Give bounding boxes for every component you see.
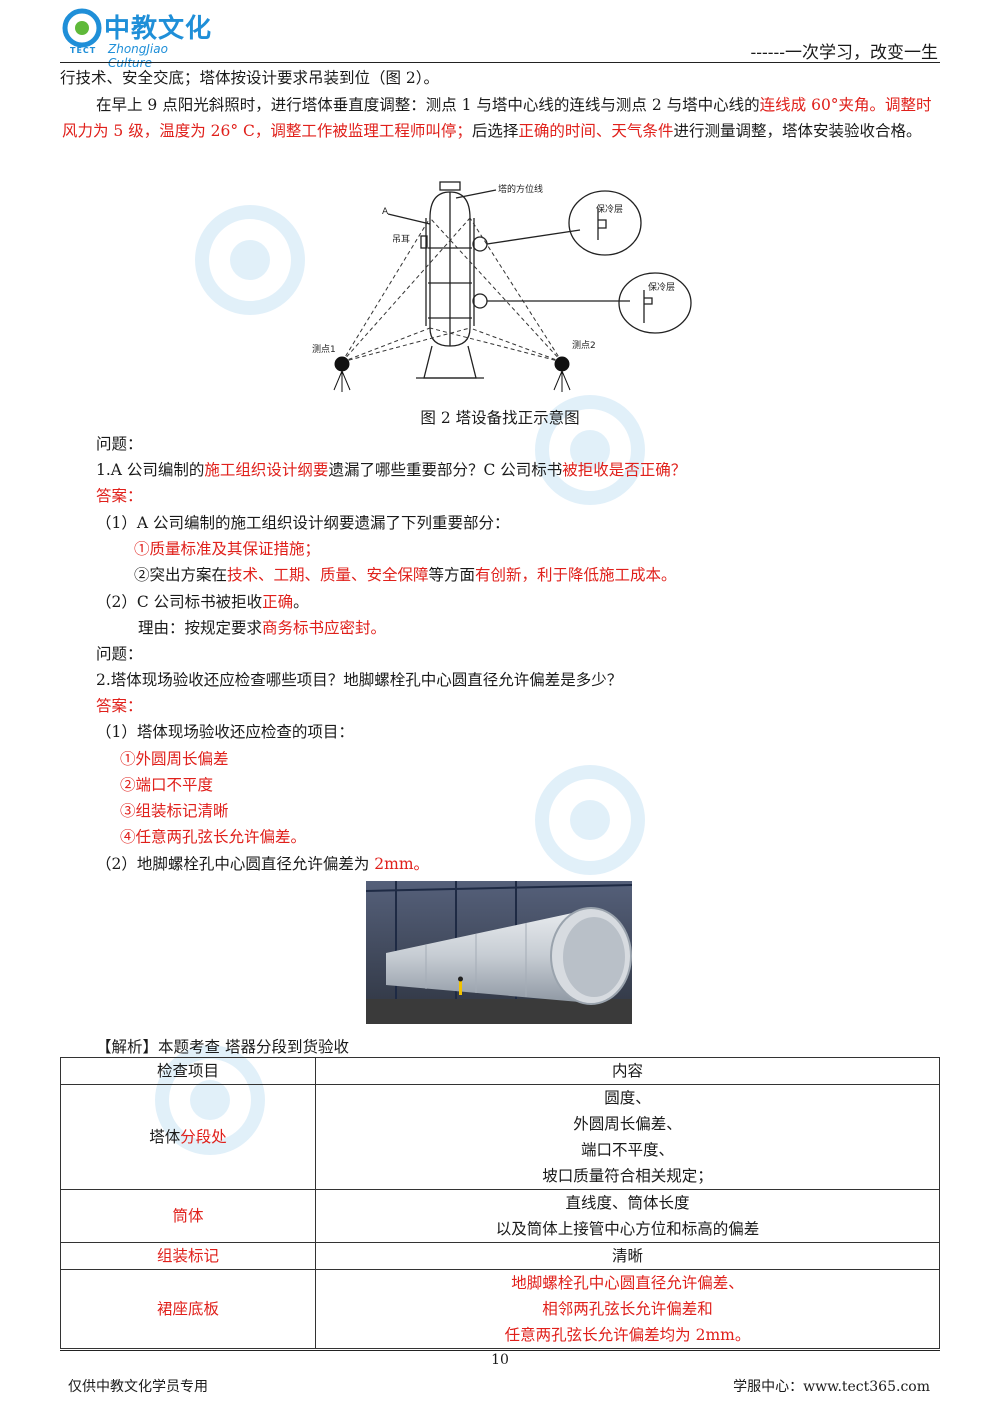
table-row: 塔体分段处 圆度、 外圆周长偏差、 端口不平度、 坡口质量符合相关规定；	[60, 1084, 940, 1190]
answer-label: 答案：	[96, 487, 143, 505]
logo-tect: TECT	[70, 46, 97, 55]
label-point-1: 测点1	[312, 344, 336, 355]
inspection-table: 检查项目 内容 塔体分段处 圆度、 外圆周长偏差、 端口不平度、 坡口质量符合相…	[60, 1057, 940, 1349]
table-row-content: 圆度、 外圆周长偏差、 端口不平度、 坡口质量符合相关规定；	[315, 1084, 940, 1190]
answer-2-item: ②端口不平度	[120, 776, 214, 794]
answer-2-item: ④任意两孔弦长允许偏差。	[120, 828, 307, 846]
label-a: A	[382, 207, 389, 217]
header-slogan: ------一次学习，改变一生	[750, 43, 938, 63]
table-row-label: 组装标记	[60, 1242, 316, 1270]
header-logo: 中教文化 ZhongJiao Culture TECT	[62, 8, 213, 70]
footer-divider	[60, 1350, 940, 1351]
watermark-logo	[195, 205, 305, 315]
table-row: 筒体 直线度、筒体长度 以及筒体上接管中心方位和标高的偏差	[60, 1189, 940, 1243]
table-header-content: 内容	[315, 1057, 940, 1085]
tower-section-photo	[366, 881, 632, 1024]
table-header-item: 检查项目	[60, 1057, 316, 1085]
table-row-content: 地脚螺栓孔中心圆直径允许偏差、 相邻两孔弦长允许偏差和 任意两孔弦长允许偏差均为…	[315, 1269, 940, 1349]
intro-paragraph: 在早上 9 点阳光斜照时，进行塔体垂直度调整：测点 1 与塔中心线的连线与测点 …	[62, 96, 932, 140]
question-1: 1.A 公司编制的施工组织设计纲要遗漏了哪些重要部分？C 公司标书被拒收是否正确…	[96, 461, 687, 479]
question-2: 2.塔体现场验收还应检查哪些项目？地脚螺栓孔中心圆直径允许偏差是多少？	[96, 671, 623, 689]
table-row: 组装标记 清晰	[60, 1242, 940, 1270]
question-label: 问题：	[96, 435, 143, 453]
analysis-line: 【解析】本题考查 塔器分段到货验收	[96, 1038, 349, 1056]
logo-chinese: 中教文化	[104, 14, 213, 44]
brand-globe-icon	[62, 8, 102, 48]
footer-note: 仅供中教文化学员专用	[68, 1379, 208, 1395]
table-row-content: 清晰	[315, 1242, 940, 1270]
table-row-content: 直线度、筒体长度 以及筒体上接管中心方位和标高的偏差	[315, 1189, 940, 1243]
footer-website: 学服中心：www.tect365.com	[733, 1379, 930, 1395]
table-row-label: 筒体	[60, 1189, 316, 1243]
watermark-logo	[535, 765, 645, 875]
answer-1-reason: 理由：按规定要求商务标书应密封。	[138, 619, 387, 637]
table-row-label: 裙座底板	[60, 1269, 316, 1349]
table-header-row: 检查项目 内容	[60, 1057, 940, 1085]
answer-2-part-1: （1）塔体现场验收还应检查的项目：	[96, 723, 354, 741]
answer-2-part-2: （2）地脚螺栓孔中心圆直径允许偏差为 2mm。	[96, 855, 430, 873]
figure-caption: 图 2 塔设备找正示意图	[420, 409, 580, 427]
question-label: 问题：	[96, 645, 143, 663]
table-row: 裙座底板 地脚螺栓孔中心圆直径允许偏差、 相邻两孔弦长允许偏差和 任意两孔弦长允…	[60, 1269, 940, 1349]
answer-1-item-1: ①质量标准及其保证措施；	[134, 540, 321, 558]
answer-2-item: ①外圆周长偏差	[120, 750, 229, 768]
answer-1-item-2: ②突出方案在技术、工期、质量、安全保障等方面有创新，利于降低施工成本。	[134, 566, 677, 584]
label-insulation-1: 保冷层	[596, 203, 623, 215]
answer-label: 答案：	[96, 697, 143, 715]
intro-line: 行技术、安全交底；塔体按设计要求吊装到位（图 2）。	[60, 69, 440, 87]
header-divider	[60, 62, 940, 63]
page-number: 10	[491, 1352, 509, 1368]
label-point-2: 测点2	[572, 340, 596, 351]
label-lifting-lug: 吊耳	[392, 234, 410, 245]
label-insulation-2: 保冷层	[648, 281, 675, 293]
label-azimuth: 塔的方位线	[498, 183, 543, 195]
logo-english: ZhongJiao Culture	[108, 42, 168, 70]
answer-1-part-2: （2）C 公司标书被拒收正确。	[96, 593, 309, 611]
answer-2-item: ③组装标记清晰	[120, 802, 229, 820]
tower-alignment-diagram: A 塔的方位线 吊耳 保冷层 保冷层 测点1 测点2	[312, 181, 692, 392]
table-row-label: 塔体分段处	[60, 1084, 316, 1190]
answer-1-part-1: （1）A 公司编制的施工组织设计纲要遗漏了下列重要部分：	[96, 514, 510, 532]
